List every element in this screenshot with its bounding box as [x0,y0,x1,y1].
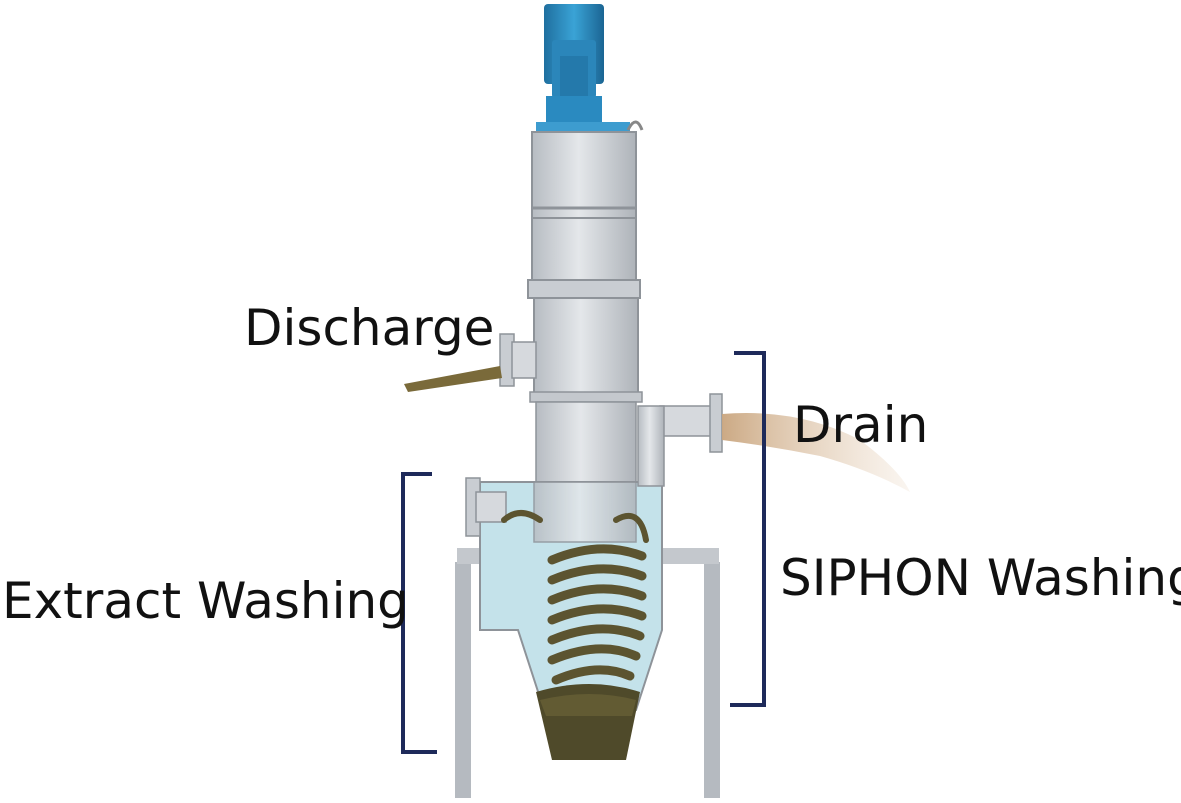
screw-conveyor [501,510,649,685]
extract-bracket [401,472,437,754]
discharge-label: Discharge [244,299,495,357]
main-column [527,131,643,483]
siphon-bracket [730,351,766,707]
sediment-cone [536,684,640,760]
extract-washing-label: Extract Washing [2,572,409,630]
siphon-washing-label: SIPHON Washing [780,549,1181,607]
drain-label: Drain [793,396,929,454]
drive-motor [536,4,644,132]
discharge-outlet [404,333,537,392]
